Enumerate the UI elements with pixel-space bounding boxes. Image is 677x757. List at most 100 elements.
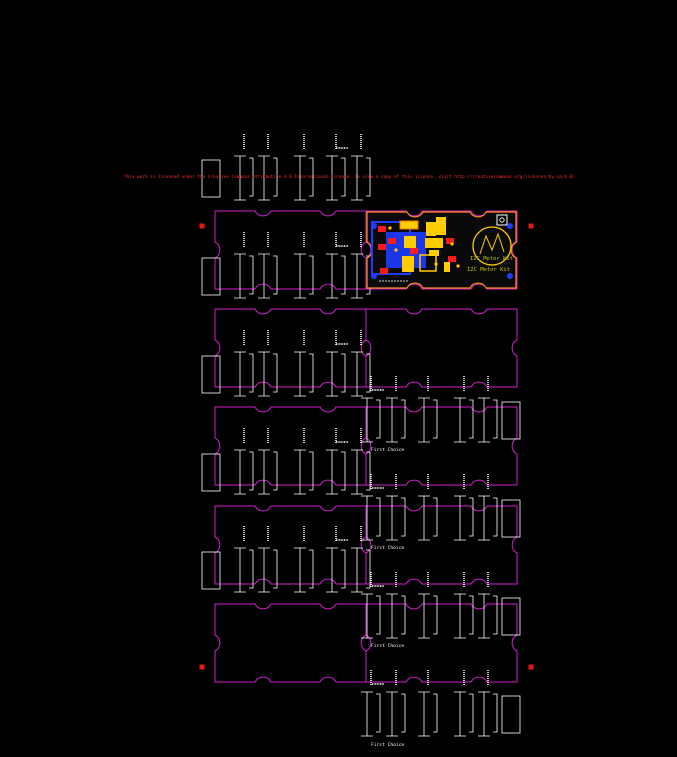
mount-hole (499, 217, 505, 223)
smd-pad-1 (378, 226, 386, 232)
silk-strip-left-1 (201, 134, 371, 201)
component-bracket-4 (386, 691, 398, 737)
component-bracket-4 (386, 593, 398, 639)
component-side-2 (469, 595, 474, 635)
via-2 (394, 248, 398, 252)
header-dot-8 (400, 280, 402, 282)
smd-pad-2 (378, 244, 386, 250)
license-notice: This work is licensed under the Creative… (124, 174, 575, 179)
component-bracket-5 (351, 351, 363, 397)
component-bracket-5 (351, 253, 363, 299)
component-bracket-3 (294, 449, 306, 495)
component-side-1 (493, 497, 498, 537)
via-6 (456, 264, 460, 268)
connector-outline (201, 453, 221, 492)
component-bracket-1 (478, 593, 490, 639)
component-bracket-2 (454, 397, 466, 443)
component-side-1 (249, 353, 254, 393)
component-bracket-2 (454, 495, 466, 541)
connector-outline (501, 401, 521, 440)
component-side-2 (273, 549, 278, 589)
header-dot-9 (403, 280, 405, 282)
header-dot-6 (394, 280, 396, 282)
component-side-5 (376, 399, 381, 439)
header-dot-10 (406, 280, 408, 282)
component-bracket-1 (478, 495, 490, 541)
component-side-1 (493, 595, 498, 635)
component-bracket-2 (258, 449, 270, 495)
component-bracket-5 (361, 691, 373, 737)
component-bracket-3 (418, 397, 430, 443)
component-bracket-3 (294, 155, 306, 201)
component-side-5 (366, 157, 371, 197)
silkscreen-layer (201, 134, 521, 737)
smd-pad-3 (380, 268, 388, 274)
logo-zigzag (479, 232, 505, 255)
via-3 (410, 260, 414, 264)
first-choice-label-4: First Choice (371, 743, 405, 748)
silk-strip-right-3 (361, 572, 521, 639)
outline-cell-r4-c2 (365, 505, 518, 585)
component-bracket-2 (258, 351, 270, 397)
top-pad-h (444, 262, 450, 272)
top-pad-a (399, 220, 419, 230)
outline-cell-r1-c2 (365, 210, 518, 290)
fiducial-4 (528, 664, 534, 670)
header-dot-2 (382, 280, 384, 282)
component-side-3 (433, 595, 438, 635)
component-bracket-3 (294, 547, 306, 593)
component-bracket-1 (234, 449, 246, 495)
component-bracket-2 (258, 253, 270, 299)
fiducial-markers (199, 223, 534, 670)
via-5 (450, 242, 454, 246)
fiducial-1 (199, 223, 205, 229)
component-side-4 (401, 399, 406, 439)
component-bracket-3 (418, 593, 430, 639)
smd-pad-5 (446, 238, 454, 244)
corner-via-4 (507, 273, 513, 279)
component-bracket-4 (326, 253, 338, 299)
component-bracket-1 (234, 351, 246, 397)
component-side-2 (273, 451, 278, 491)
corner-via-1 (371, 223, 377, 229)
header-dot-1 (379, 280, 381, 282)
top-pad-f (402, 256, 414, 272)
smd-pad-6 (448, 256, 456, 262)
corner-via-3 (507, 223, 513, 229)
component-side-3 (433, 693, 438, 733)
component-bracket-4 (326, 155, 338, 201)
motor-footprint-circle (472, 226, 512, 266)
component-side-2 (273, 353, 278, 393)
top-pad-b (426, 222, 436, 236)
component-bracket-4 (386, 495, 398, 541)
first-choice-label-3: First Choice (371, 644, 405, 649)
component-bracket-2 (258, 155, 270, 201)
component-side-3 (309, 549, 314, 589)
component-side-4 (341, 451, 346, 491)
component-side-5 (366, 451, 371, 491)
outline-cell-r2-c2 (365, 308, 518, 388)
silk-strip-left-2 (201, 232, 371, 299)
component-bracket-4 (386, 397, 398, 443)
component-side-2 (469, 497, 474, 537)
component-bracket-1 (478, 691, 490, 737)
component-side-4 (401, 497, 406, 537)
via-4 (438, 226, 442, 230)
silk-strip-left-3 (201, 330, 371, 397)
header-dot-7 (397, 280, 399, 282)
silk-strip-right-1 (361, 376, 521, 443)
component-bracket-4 (326, 547, 338, 593)
module-sub-label: I2C Motor Kit (467, 267, 511, 273)
corner-via-2 (371, 273, 377, 279)
header-dot-4 (388, 280, 390, 282)
component-side-4 (401, 595, 406, 635)
component-side-3 (433, 399, 438, 439)
module-name-label: I2C Motor Kit (470, 256, 514, 262)
connector-outline (201, 551, 221, 590)
component-side-5 (366, 353, 371, 393)
connector-outline (201, 257, 221, 296)
connector-outline (201, 355, 221, 394)
component-bracket-4 (326, 449, 338, 495)
component-bracket-3 (294, 351, 306, 397)
